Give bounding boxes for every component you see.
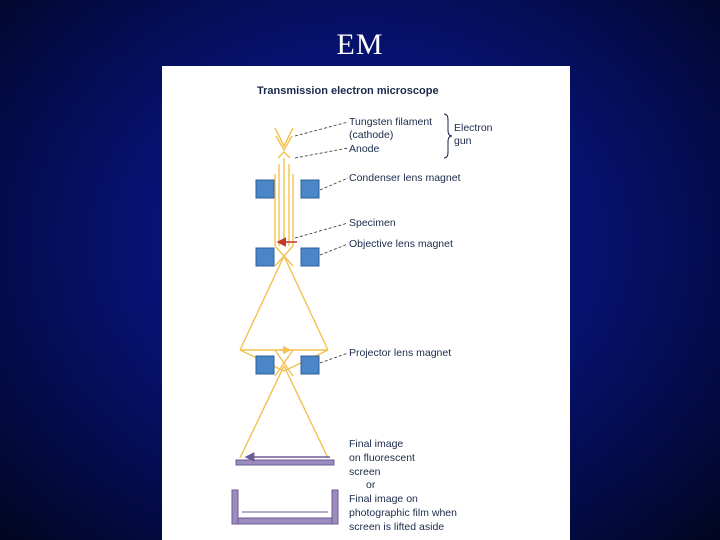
projector-lens-magnet-right (300, 355, 320, 375)
condenser-lens-magnet-left (255, 179, 275, 199)
label-final-image-film-3: screen is lifted aside (349, 521, 444, 533)
photographic-film-tray (231, 489, 339, 525)
label-final-image-fluorescent-1: Final image (349, 438, 403, 450)
tem-diagram-svg: Transmission electron microscope (231, 85, 493, 533)
label-gun: gun (454, 135, 472, 147)
label-projector-lens-magnet: Projector lens magnet (349, 347, 451, 359)
label-final-image-fluorescent-2: on fluorescent (349, 452, 415, 464)
label-cathode: (cathode) (349, 129, 393, 141)
electron-beam (239, 158, 329, 459)
label-anode: Anode (349, 143, 380, 155)
label-or: or (366, 479, 376, 491)
diagram-title: Transmission electron microscope (257, 85, 439, 97)
label-condenser-lens-magnet: Condenser lens magnet (349, 172, 461, 184)
label-final-image-film-1: Final image on (349, 493, 418, 505)
label-objective-lens-magnet: Objective lens magnet (349, 238, 453, 250)
label-tungsten-filament: Tungsten filament (349, 116, 432, 128)
tem-diagram: Transmission electron microscope (162, 66, 570, 540)
label-final-image-film-2: photographic film when (349, 507, 457, 519)
projector-lens-magnet-left (255, 355, 275, 375)
label-specimen: Specimen (349, 217, 396, 229)
electron-gun-brace (443, 113, 453, 159)
electron-gun (274, 127, 294, 159)
condenser-lens-magnet-right (300, 179, 320, 199)
objective-lens-magnet-left (255, 247, 275, 267)
label-electron: Electron (454, 122, 493, 134)
slide-title: EM (336, 28, 384, 61)
label-final-image-fluorescent-3: screen (349, 466, 381, 478)
objective-lens-magnet-right (300, 247, 320, 267)
fluorescent-screen (235, 459, 335, 466)
